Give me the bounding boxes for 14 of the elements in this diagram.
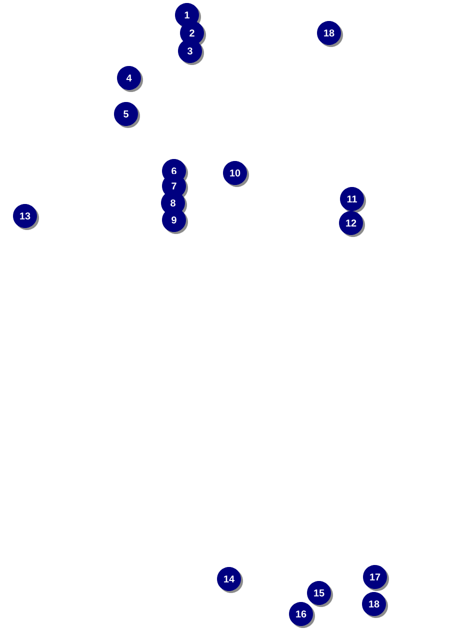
callout-number: 10 [223,161,249,187]
callout-number: 12 [339,211,365,237]
callout-number: 9 [162,208,188,234]
callout-number: 14 [217,567,243,593]
callout-number: 11 [340,187,366,213]
callout-number: 4 [117,66,143,92]
callout-number: 18 [362,592,388,618]
callout-number: 3 [178,39,204,65]
callout-number: 15 [307,581,333,607]
callout-number: 18 [317,21,343,47]
callout-number: 13 [13,204,39,230]
callout-number: 5 [114,102,140,128]
callout-number: 16 [289,602,315,628]
callout-number: 17 [363,565,389,591]
